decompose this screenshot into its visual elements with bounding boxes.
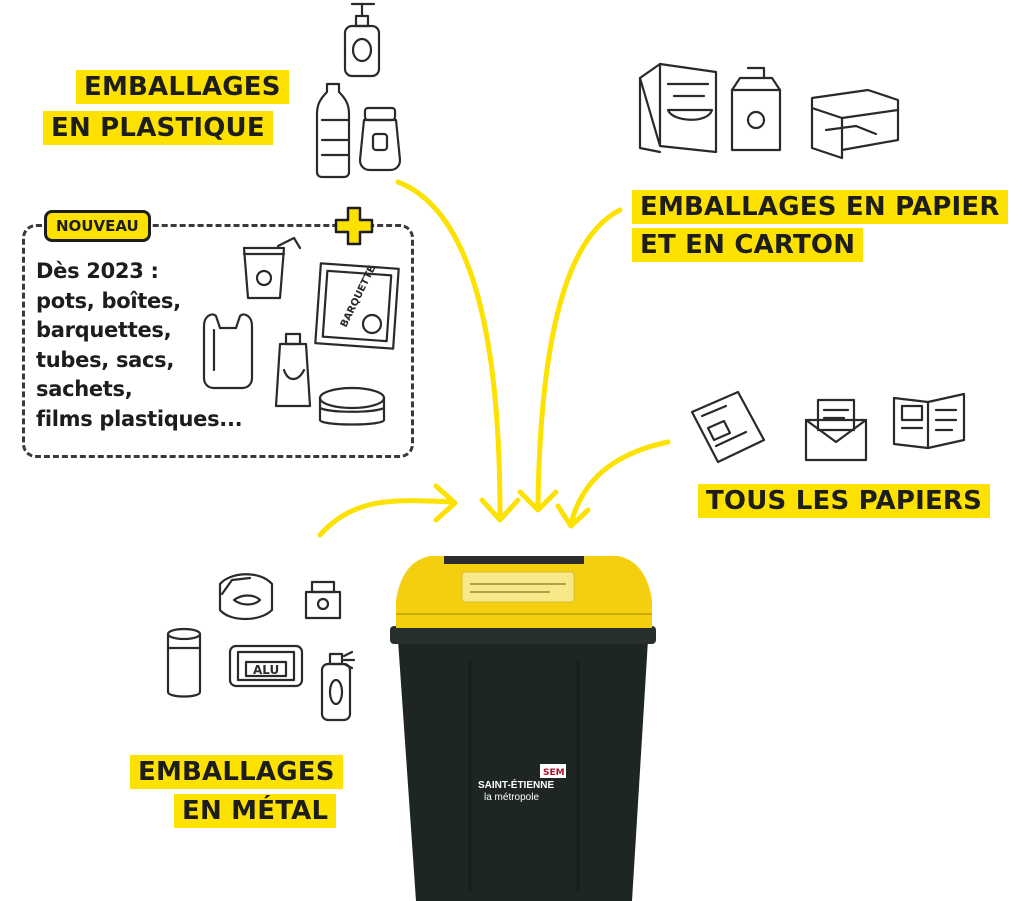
tray-icon (314, 262, 400, 350)
bin-brand: SAINT-ÉTIENNE (478, 778, 554, 791)
round-box-icon (318, 386, 386, 426)
pump-bottle-icon (343, 2, 381, 78)
alu-label: ALU (253, 663, 279, 677)
plus-icon (334, 206, 374, 246)
bin-body (398, 640, 648, 901)
juice-carton-icon (730, 66, 782, 152)
arrow-plastique (395, 179, 503, 518)
arrow-carton (535, 207, 623, 508)
yogurt-pot-icon (242, 236, 302, 300)
label-plastique-line1: EMBALLAGES (84, 72, 281, 102)
sauce-bottle-icon (358, 106, 402, 172)
label-papier-carton-2: ET EN CARTON (632, 228, 864, 262)
arrow-plastique-head (479, 497, 521, 523)
can-icon (166, 627, 202, 698)
arrow-papiers (569, 439, 671, 523)
coffee-capsule-icon (304, 580, 342, 620)
nouveau-line: films plastiques... (36, 406, 243, 431)
label-papier-carton: EMBALLAGES EN PAPIER (632, 190, 1008, 224)
label-plastique-2: EN PLASTIQUE (43, 111, 273, 145)
bin-brand-sub: la métropole (484, 792, 539, 803)
pizza-box-icon (810, 88, 900, 160)
bin-side-rib (468, 660, 580, 890)
envelope-icon (804, 398, 868, 462)
arrow-carton-head (517, 489, 559, 513)
label-metal-line2: EN MÉTAL (182, 796, 329, 826)
bin-tag (540, 764, 566, 778)
nouveau-badge: NOUVEAU (44, 210, 151, 242)
plastic-bag-icon (202, 313, 254, 390)
label-papier-carton-line1: EMBALLAGES EN PAPIER (640, 192, 1000, 222)
bin-lid-handle (444, 556, 584, 564)
label-papiers: TOUS LES PAPIERS (698, 484, 991, 518)
water-bottle-icon (315, 82, 351, 179)
label-metal-2: EN MÉTAL (174, 794, 337, 828)
sardine-tin-icon (218, 573, 274, 621)
label-metal-line1: EMBALLAGES (138, 757, 335, 787)
arrow-metal-head (433, 483, 458, 523)
nouveau-line: Dès 2023 : (36, 259, 159, 283)
bin-tag-label: SEM (543, 768, 565, 778)
nouveau-line: pots, boîtes, (36, 288, 181, 313)
newspaper-icon (690, 390, 766, 464)
label-metal: EMBALLAGES (130, 755, 343, 789)
arrows (317, 179, 671, 538)
label-plastique-line2: EN PLASTIQUE (51, 113, 265, 143)
bin-rim (390, 626, 656, 644)
bin-lid-sticker (461, 571, 575, 603)
alu-tray-icon (228, 644, 304, 688)
label-papier-carton-line2: ET EN CARTON (640, 230, 856, 260)
toothpaste-tube-icon (274, 332, 312, 408)
nouveau-text: Dès 2023 : pots, boîtes, barquettes, tub… (36, 257, 243, 434)
nouveau-line: sachets, (36, 377, 133, 401)
nouveau-panel (22, 224, 414, 458)
magazine-icon (892, 392, 966, 450)
aerosol-icon (320, 650, 356, 722)
nouveau-line: barquettes, (36, 318, 172, 342)
arrow-papiers-head (555, 503, 591, 529)
label-papiers-line1: TOUS LES PAPIERS (706, 486, 983, 516)
arrow-metal (317, 498, 455, 538)
cereal-box-icon (638, 62, 718, 154)
label-plastique: EMBALLAGES (76, 70, 289, 104)
nouveau-line: tubes, sacs, (36, 347, 175, 372)
recycling-bin (390, 556, 656, 901)
